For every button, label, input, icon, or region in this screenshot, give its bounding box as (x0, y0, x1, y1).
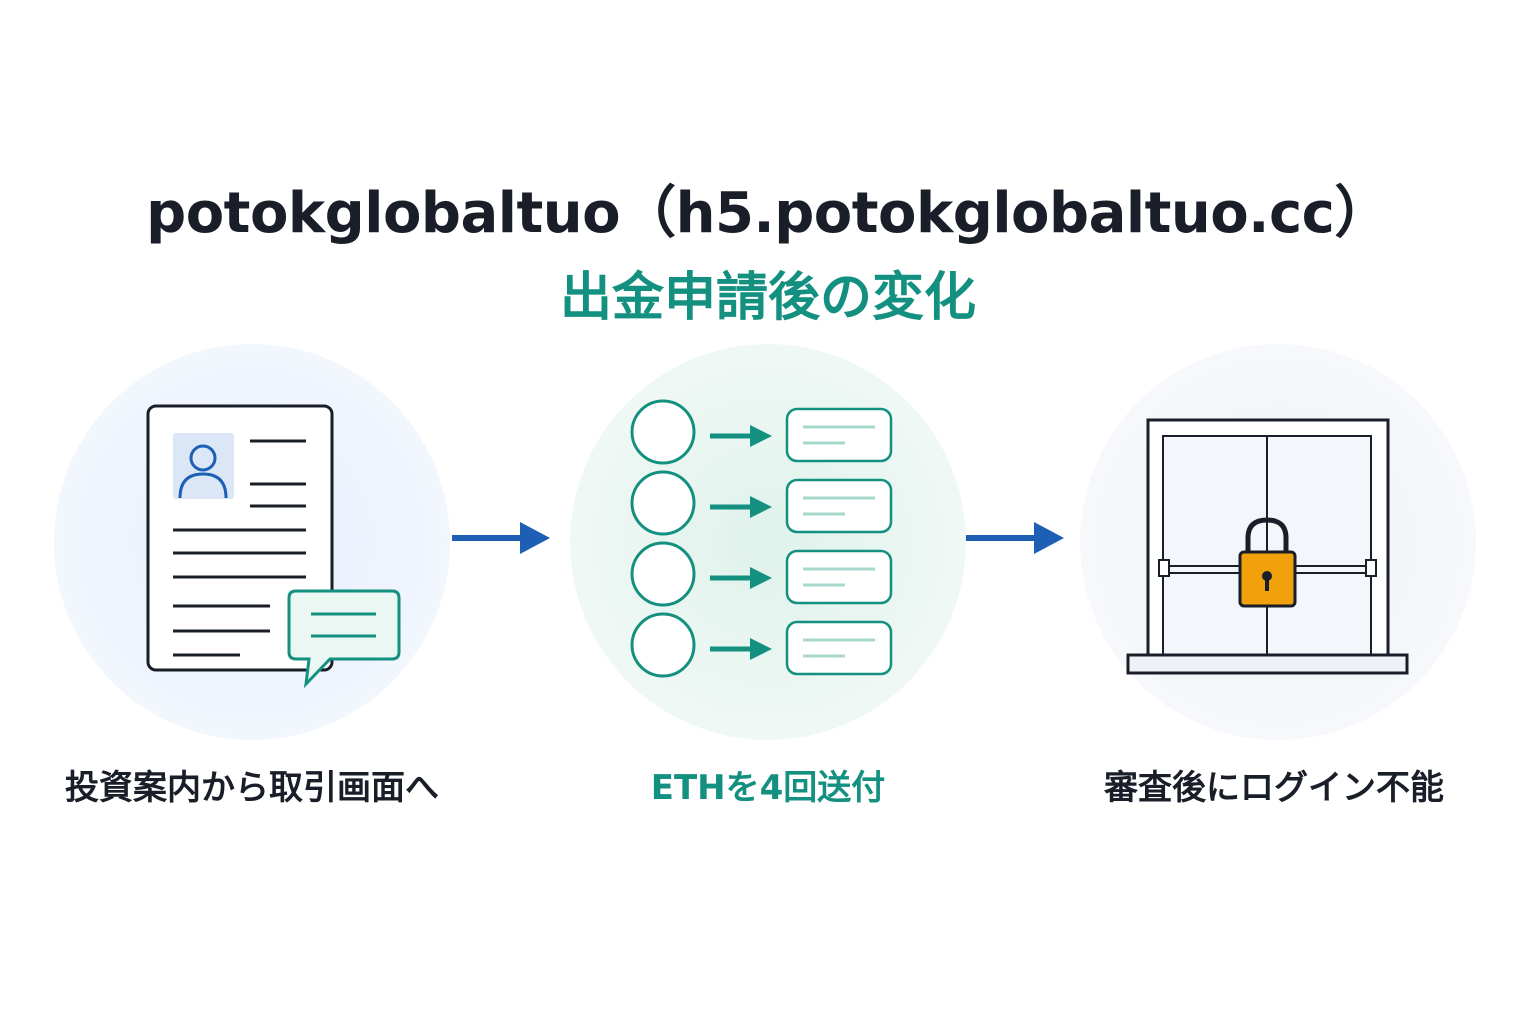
step-2-label: ETHを4回送付 (650, 768, 886, 808)
page-title: potokglobaltuo（h5.potokglobaltuo.cc） (146, 181, 1390, 246)
window-icon (1126, 418, 1409, 675)
step-3-label: 審査後にログイン不能 (1104, 768, 1444, 808)
transfer-row (630, 612, 893, 678)
profile-document-icon (146, 404, 334, 672)
step-1-label: 投資案内から取引画面へ (65, 768, 439, 808)
transfer-row (630, 470, 893, 536)
step-2-icon-group (570, 344, 966, 740)
arrow-right-icon (452, 522, 550, 554)
step-1-icon-group (54, 344, 450, 740)
step-2-background-circle (570, 344, 966, 740)
chat-bubble-icon (287, 589, 401, 689)
transfer-row (630, 541, 893, 607)
transfer-row (630, 399, 893, 465)
padlock-icon (1238, 517, 1297, 608)
arrow-right-icon (966, 522, 1064, 554)
page-subtitle: 出金申請後の変化 (559, 268, 976, 328)
step-3-icon-group (1080, 344, 1476, 740)
